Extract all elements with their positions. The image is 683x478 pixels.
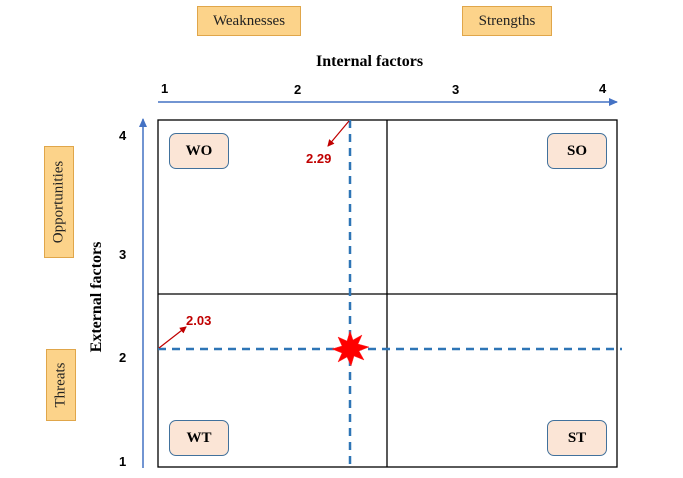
quadrant-so: SO	[547, 133, 607, 169]
y-tick-2: 2	[119, 350, 127, 365]
x-tick-3: 3	[452, 82, 460, 97]
x-tick-2: 2	[294, 82, 302, 97]
weaknesses-label: Weaknesses	[197, 6, 301, 36]
strengths-label: Strengths	[462, 6, 552, 36]
y-tick-4: 4	[119, 128, 127, 143]
quadrant-wt: WT	[169, 420, 229, 456]
x-tick-1: 1	[161, 81, 169, 96]
external-score-value: 2.03	[186, 313, 212, 328]
external-score-pointer	[158, 326, 187, 349]
opportunities-label: Opportunities	[44, 146, 74, 258]
quadrant-st: ST	[547, 420, 607, 456]
intersection-star-icon	[331, 330, 370, 367]
y-tick-3: 3	[119, 247, 127, 262]
x-tick-4: 4	[599, 81, 607, 96]
quadrant-wo: WO	[169, 133, 229, 169]
internal-score-pointer	[327, 120, 350, 147]
x-axis-title: Internal factors	[316, 53, 424, 70]
y-tick-1: 1	[119, 454, 127, 469]
internal-score-value: 2.29	[306, 151, 332, 166]
threats-label: Threats	[46, 349, 76, 421]
